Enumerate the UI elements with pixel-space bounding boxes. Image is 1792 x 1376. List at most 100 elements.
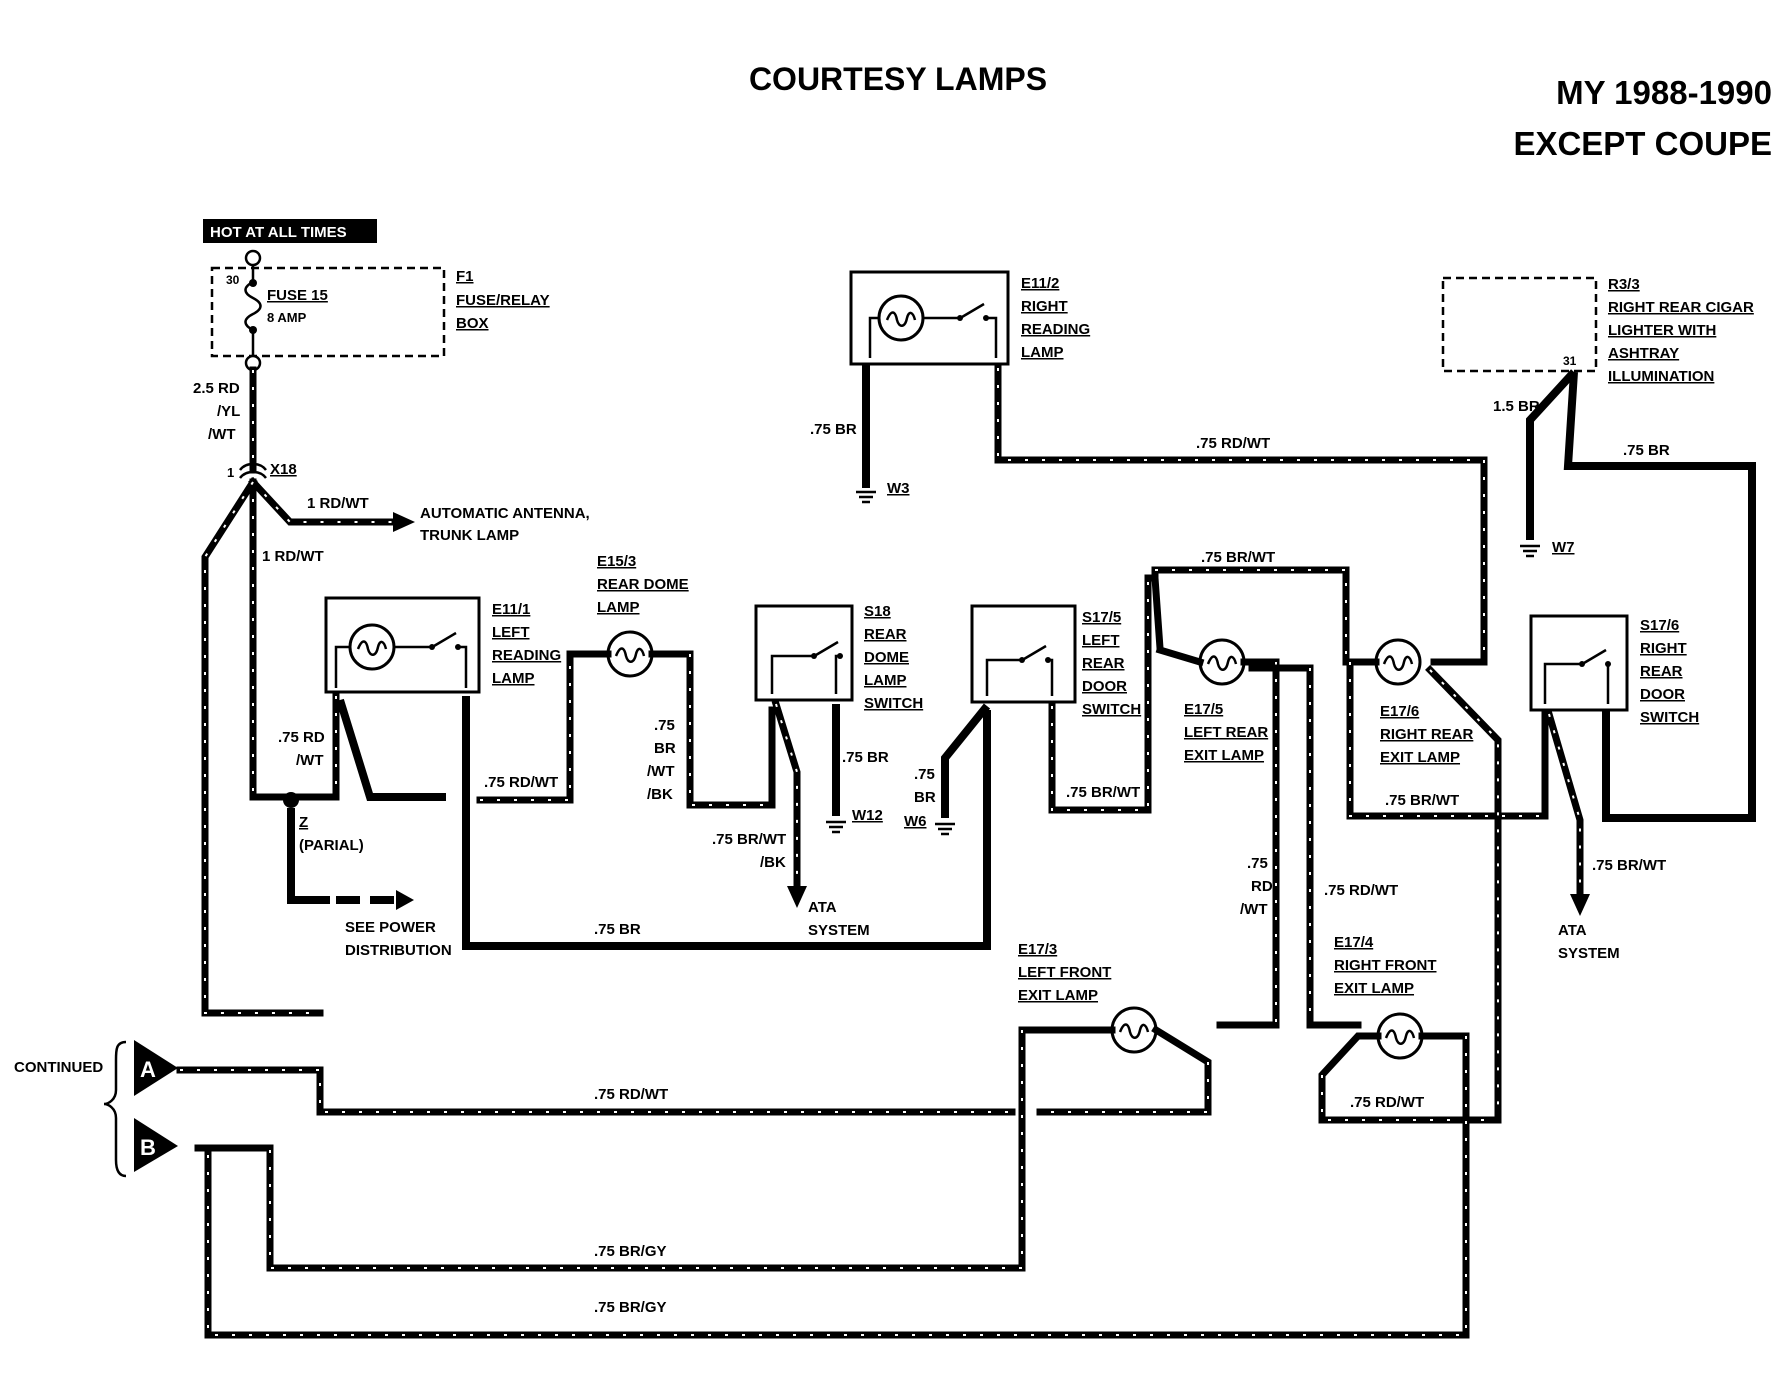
s17-6-l1: RIGHT [1640,640,1687,657]
e17-6-right-rear-exit-lamp [1374,638,1422,686]
e17-6-l1: RIGHT REAR [1380,726,1474,743]
b-brgy2-label: .75 BR/GY [594,1299,667,1316]
e17-5-rd3: /WT [1240,901,1268,918]
s17-6-ata-wire [1544,709,1584,900]
s17-6-l2: REAR [1640,663,1683,680]
ground-w12: W12 [852,807,883,824]
r3-3-id: R3/3 [1608,276,1640,293]
s18-l2: DOME [864,649,909,666]
e11-2-l1: RIGHT [1021,298,1068,315]
wire-label-r33-075: .75 BR [1623,442,1670,459]
wire-label-rdwt1b: 1 RD/WT [262,548,324,565]
e17-4-id: E17/4 [1334,934,1374,951]
e17-5-right-wires [1216,658,1362,1029]
s17-6-l4: SWITCH [1640,709,1699,726]
r3-3-l4: ILLUMINATION [1608,368,1714,385]
power-dist-arrow-icon [396,890,414,910]
wire-label-rear-rdwt: .75 RD/WT [1196,435,1270,452]
wire-label-top-brwt: .75 BR/WT [1201,549,1275,566]
e11-1-wires [286,692,991,950]
s17-6-l3: DOOR [1640,686,1685,703]
wire-label-r33-15: 1.5 BR [1493,398,1540,415]
ata-arrow-2-icon [1570,894,1590,916]
antenna-label2: TRUNK LAMP [420,527,519,544]
e17-3-wires [194,1025,1212,1272]
antenna-arrow-icon [393,512,415,532]
e17-5-l1: LEFT REAR [1184,724,1268,741]
e11-1-l3: LAMP [492,670,535,687]
e17-6-l2: EXIT LAMP [1380,749,1460,766]
a-rdwt-wire [176,1066,1016,1116]
e17-5-left-rear-exit-lamp [1198,638,1246,686]
hot-badge: HOT AT ALL TIMES [210,224,347,241]
diagram-title: COURTESY LAMPS [749,61,1047,97]
power-dist-l2: DISTRIBUTION [345,942,452,959]
ground-w7: W7 [1552,539,1575,556]
a-rdwt-label: .75 RD/WT [594,1086,668,1103]
e17-6-id: E17/6 [1380,703,1419,720]
w6-br2: BR [914,789,936,806]
e17-4-l2: EXIT LAMP [1334,980,1414,997]
r3-3-l2: LIGHTER WITH [1608,322,1716,339]
s17-5-wires [941,574,1159,818]
s17-5-brwt: .75 BR/WT [1066,784,1140,801]
e11-2-id: E11/2 [1021,275,1059,292]
e15-3-rear-dome-lamp [606,630,654,678]
continued-label: CONTINUED [14,1059,103,1076]
e11-2-rdwt-wire [994,364,1488,666]
e15-3-l1: REAR DOME [597,576,689,593]
branch-wires [201,477,399,1017]
connector-x18-icon [239,462,267,479]
ground-w6: W6 [904,813,927,830]
e11-1-left-reading-lamp [324,596,481,694]
e11-1-l2: READING [492,647,561,664]
fuse-15-icon [244,265,262,356]
wire-label-main1: 2.5 RD [193,380,240,397]
s17-5-l2: REAR [1082,655,1125,672]
ata1-l1: ATA [808,899,837,916]
r3-3-ground-wires [1526,369,1756,822]
fuse-name: FUSE 15 [267,287,328,304]
ata-brwt1: .75 BR/WT [712,831,786,848]
fuse-box-desc1: FUSE/RELAY [456,292,550,309]
w6-br1: .75 [914,766,935,783]
wire-label-main2: /YL [217,403,240,420]
hot-badge-bg [203,219,377,243]
ground-w7-icon [1518,544,1542,558]
ground-w6-icon [933,822,957,836]
b-brgy1-label: .75 BR/GY [594,1243,667,1260]
s18-rear-dome-lamp-switch [754,604,854,702]
s18-id: S18 [864,603,891,620]
e11-1-l1: LEFT [492,624,530,641]
ata2-l1: ATA [1558,922,1587,939]
s18-wl2: BR [654,740,676,757]
fuse-relay-box [210,266,446,358]
e17-5-rd1: .75 [1247,855,1268,872]
e17-6-brwt: .75 BR/WT [1385,792,1459,809]
ata1-l2: SYSTEM [808,922,870,939]
e17-4-wires [204,1032,1500,1339]
s17-6-brwt: .75 BR/WT [1592,857,1666,874]
s18-l3: LAMP [864,672,907,689]
ground-w3-icon [854,490,878,504]
r3-3-l3: ASHTRAY [1608,345,1679,362]
splice-z-icon [283,792,299,808]
s18-l1: REAR [864,626,907,643]
wire-label-main3: /WT [208,426,236,443]
e17-3-l2: EXIT LAMP [1018,987,1098,1004]
ground-w3: W3 [887,480,910,497]
e17-5-l2: EXIT LAMP [1184,747,1264,764]
x18-pin: 1 [227,465,234,480]
splice-z-id: Z [299,814,308,831]
top-brwt-wire [1151,566,1380,666]
connector-a-icon [134,1040,178,1096]
fuse-rating: 8 AMP [267,310,307,325]
x18-id: X18 [270,461,297,478]
connector-b-label: B [140,1135,156,1160]
model-year: MY 1988-1990 [1556,74,1772,111]
s17-5-left-rear-door-switch [970,604,1077,704]
power-dist-l1: SEE POWER [345,919,436,936]
r3-3-pin: 31 [1563,354,1577,368]
s17-5-id: S17/5 [1082,609,1121,626]
